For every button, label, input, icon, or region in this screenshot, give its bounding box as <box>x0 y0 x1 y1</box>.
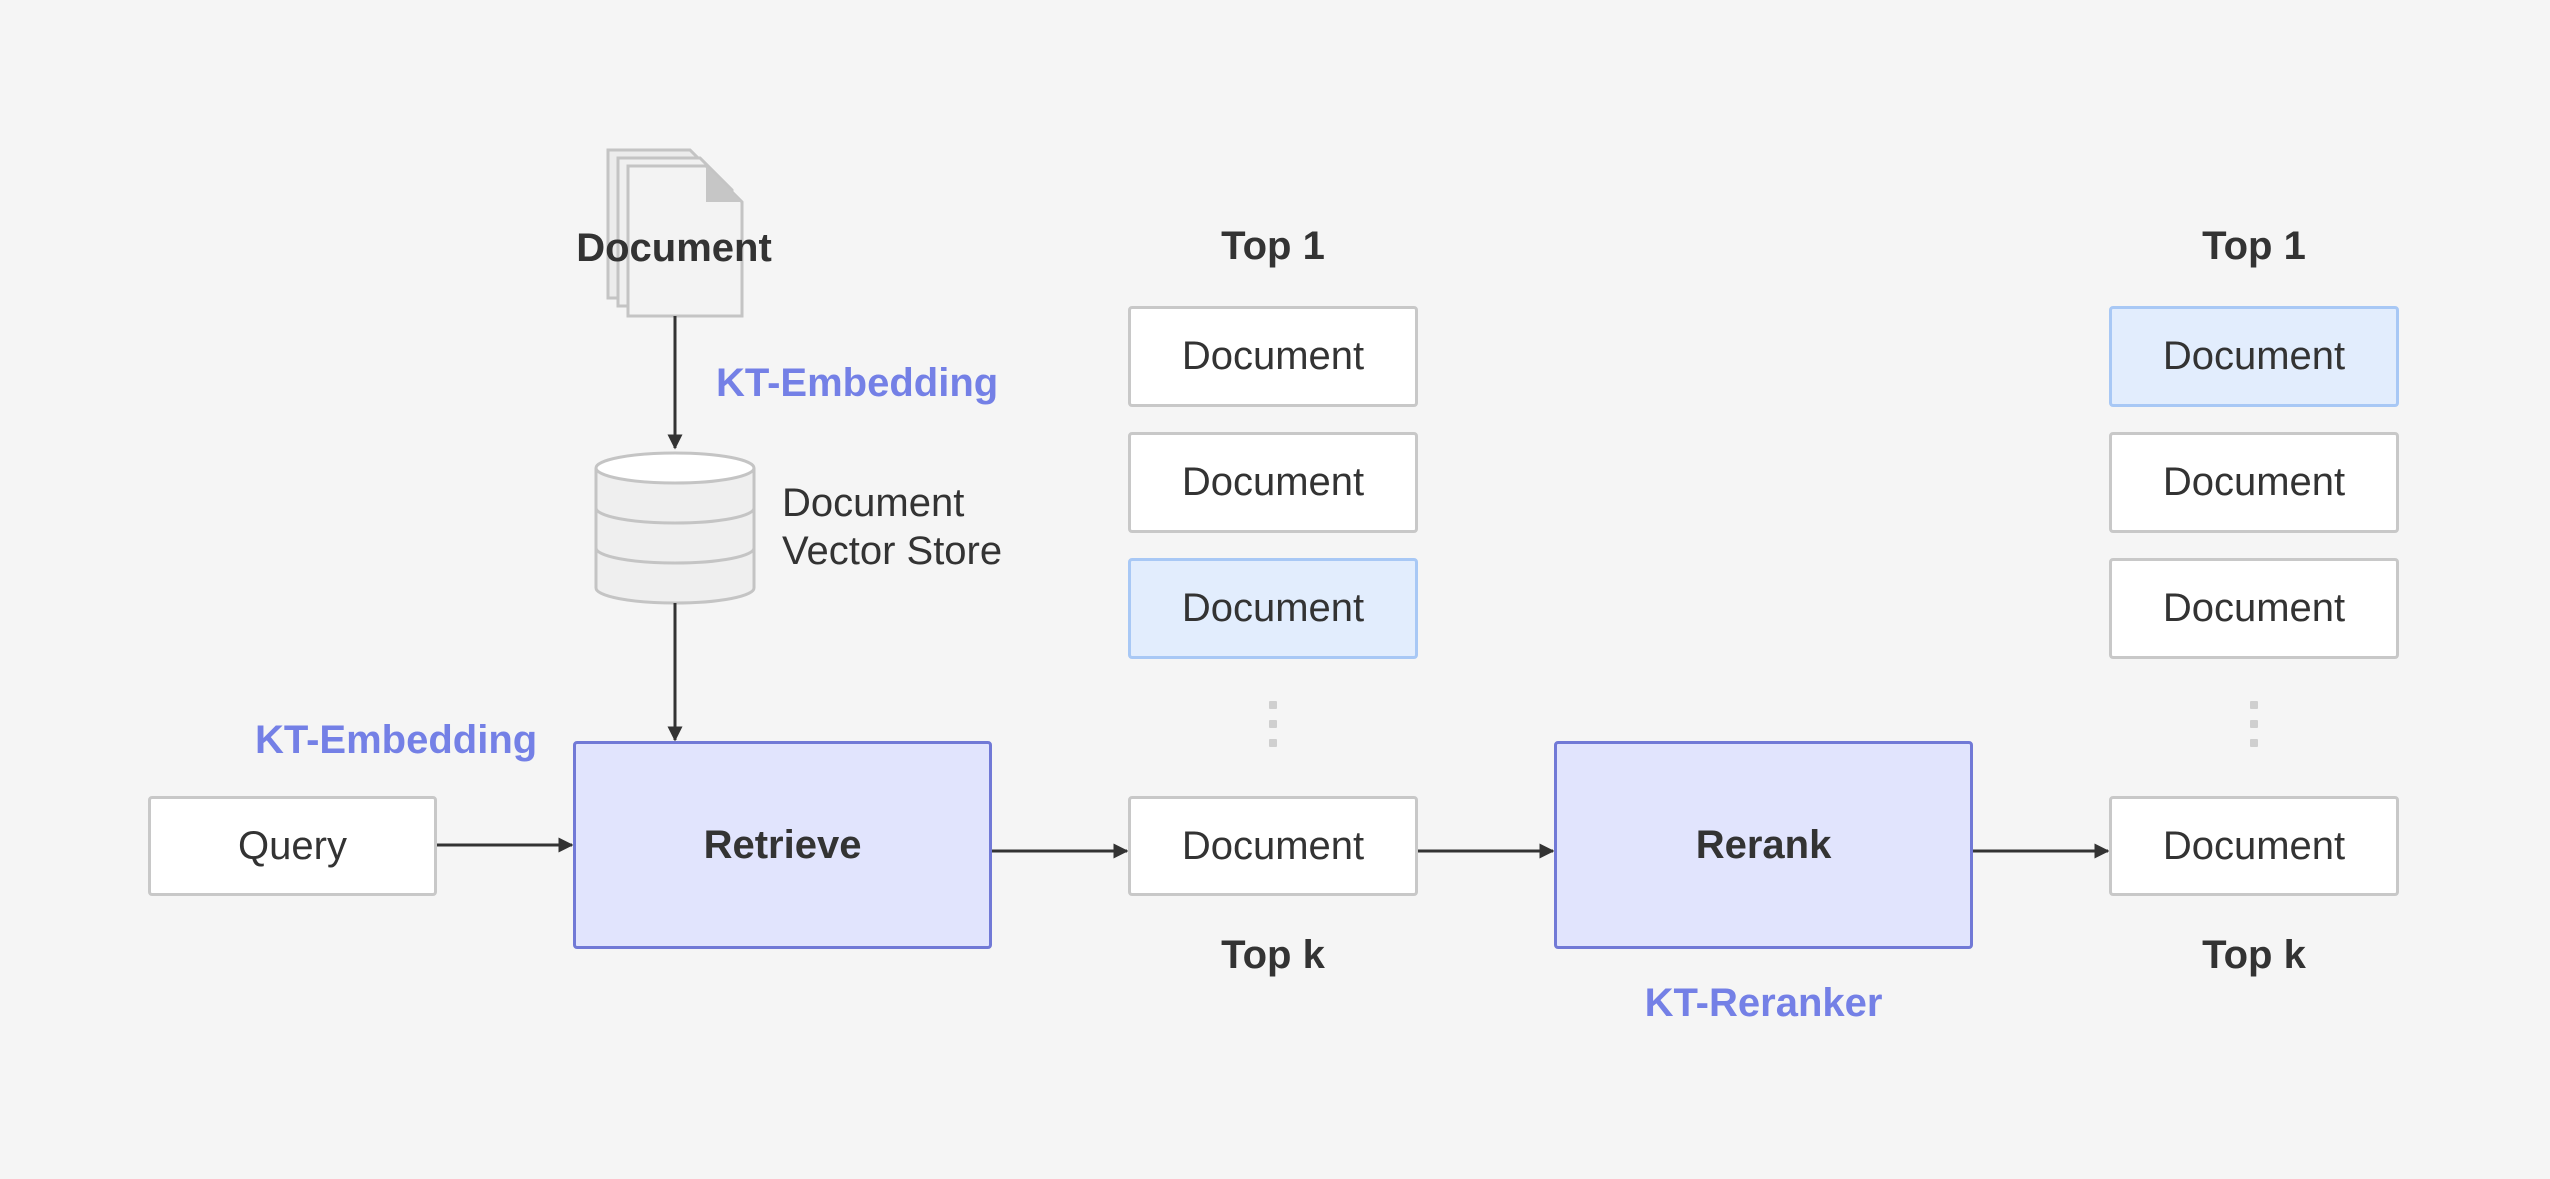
ellipsis-dots <box>2250 701 2258 758</box>
document-label: Document <box>1181 823 1365 868</box>
reranked-topk-label: Top k <box>2202 933 2306 977</box>
document-label: Document <box>2162 334 2346 378</box>
retrieved-document-2: Document <box>1128 432 1418 533</box>
reranked-top1-label: Top 1 <box>2202 224 2306 268</box>
document-label: Document <box>2162 823 2346 868</box>
document-stack-icon <box>606 148 744 318</box>
retrieved-document-3-highlighted: Document <box>1128 558 1418 659</box>
document-label: Document <box>2162 460 2346 504</box>
reranked-document-1-highlighted: Document <box>2109 306 2399 407</box>
document-label: Document <box>1181 460 1365 504</box>
ellipsis-dots <box>1269 701 1277 758</box>
retrieve-step: Retrieve <box>573 741 992 949</box>
reranked-document-2: Document <box>2109 432 2399 533</box>
vector-store-label-line1: Document <box>782 481 965 525</box>
documents-label: Document <box>576 226 772 270</box>
database-icon <box>594 451 756 605</box>
query-label: Query <box>238 823 347 868</box>
document-label: Document <box>1181 334 1365 378</box>
document-label: Document <box>2162 586 2346 630</box>
retrieved-topk-label: Top k <box>1221 933 1325 977</box>
query-box: Query <box>148 796 437 896</box>
retrieved-document-1: Document <box>1128 306 1418 407</box>
embedding-model-label-docs: KT-Embedding <box>716 361 999 405</box>
retrieved-document-k: Document <box>1128 796 1418 896</box>
document-label: Document <box>1181 586 1365 630</box>
retrieved-top1-label: Top 1 <box>1221 224 1325 268</box>
reranked-document-3: Document <box>2109 558 2399 659</box>
embedding-model-label-query: KT-Embedding <box>255 718 538 762</box>
vector-store-label-line2: Vector Store <box>782 529 1003 573</box>
rerank-step: Rerank <box>1554 741 1973 949</box>
reranked-document-k: Document <box>2109 796 2399 896</box>
rerank-label: Rerank <box>1695 822 1832 867</box>
reranker-model-label: KT-Reranker <box>1644 981 1883 1025</box>
retrieve-label: Retrieve <box>703 822 862 867</box>
